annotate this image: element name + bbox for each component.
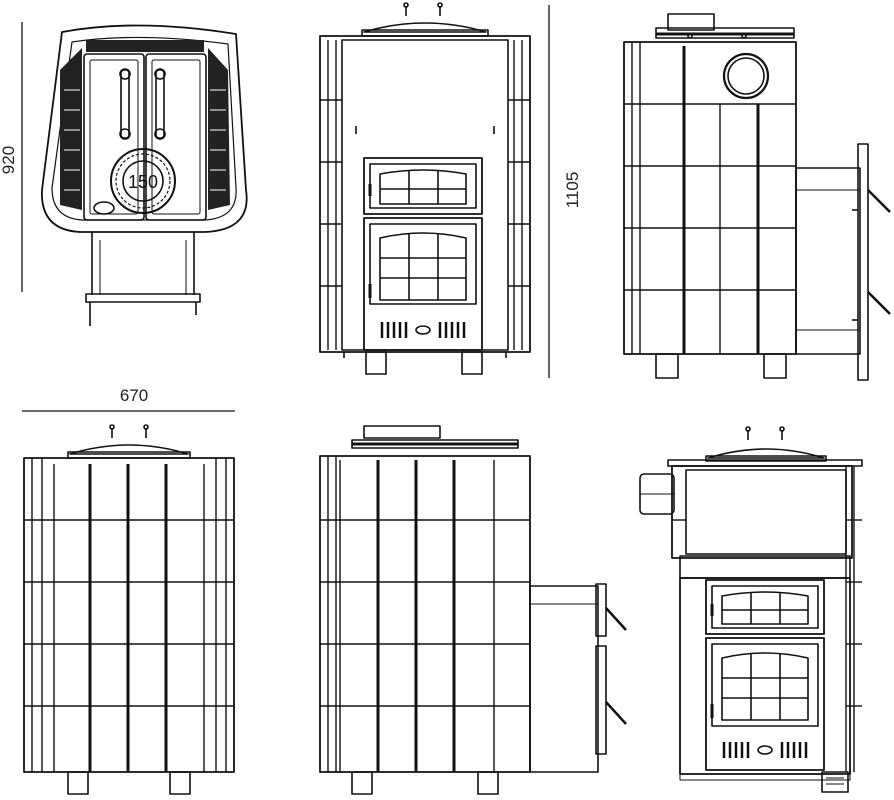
dimension-920: 920 [0, 22, 23, 292]
right-grille [208, 48, 230, 210]
rear-view [23, 424, 235, 795]
dimension-670: 670 [22, 386, 235, 412]
upper-door [363, 157, 483, 215]
side-view-with-firebox-extension [623, 13, 891, 381]
lower-door [363, 217, 483, 351]
flue-ring-inner [122, 160, 164, 202]
front-view [319, 2, 531, 375]
top-view: 150 [41, 24, 248, 326]
flue-diameter-label: 150 [128, 172, 158, 192]
logo-badge [93, 201, 115, 215]
dimension-670-label: 670 [120, 386, 148, 405]
flue-ring-outer [110, 148, 176, 214]
dimension-1105-label: 1105 [563, 172, 582, 209]
left-grille [60, 48, 82, 210]
front-view-with-flue-outlet [639, 426, 863, 793]
flue-outlet [722, 52, 770, 100]
top-grille [86, 40, 204, 52]
dimension-920-label: 920 [0, 146, 18, 174]
side-view-mirrored [319, 425, 627, 795]
dimension-1105: 1105 [548, 5, 582, 378]
